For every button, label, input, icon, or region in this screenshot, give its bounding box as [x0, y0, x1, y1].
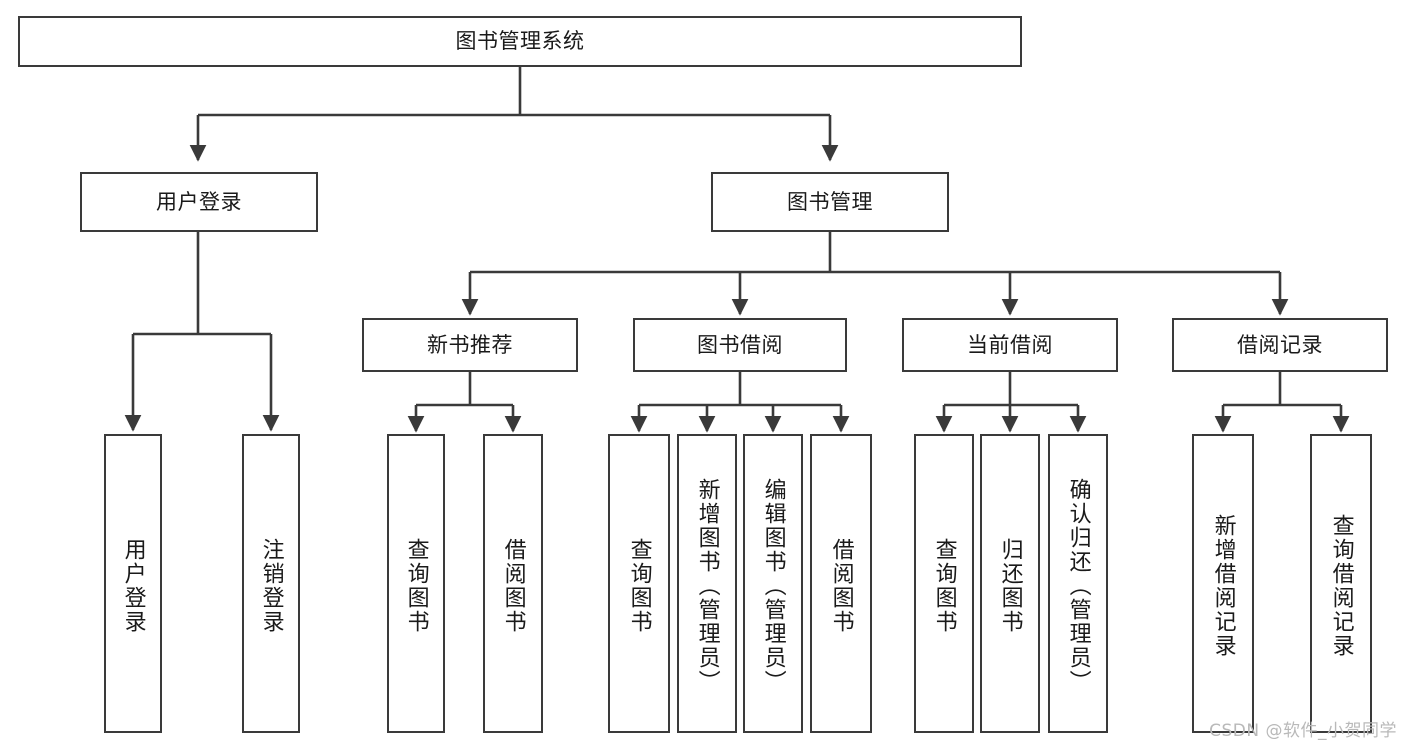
- leaf-borrow-add-book-label: 新增图书（管理员）: [694, 477, 720, 694]
- node-borrow-record-label: 借阅记录: [1237, 332, 1323, 357]
- leaf-borrow-edit-book-label: 编辑图书（管理员）: [760, 477, 786, 694]
- leaf-current-confirm-return[interactable]: 确认归还（管理员）: [1048, 434, 1108, 733]
- leaf-current-query-book-label: 查询图书: [931, 537, 957, 634]
- node-current-borrow-label: 当前借阅: [967, 332, 1053, 357]
- node-new-book-recommend[interactable]: 新书推荐: [362, 318, 578, 372]
- leaf-record-add-record[interactable]: 新增借阅记录: [1192, 434, 1254, 733]
- node-book-borrow-label: 图书借阅: [697, 332, 783, 357]
- watermark-text: CSDN @软件_小贺同学: [1209, 721, 1397, 741]
- node-book-management-label: 图书管理: [787, 189, 873, 214]
- node-root[interactable]: 图书管理系统: [18, 16, 1022, 67]
- node-new-book-recommend-label: 新书推荐: [427, 332, 513, 357]
- leaf-user-login-signin[interactable]: 用户登录: [104, 434, 162, 733]
- node-user-login-label: 用户登录: [156, 189, 242, 214]
- node-current-borrow[interactable]: 当前借阅: [902, 318, 1118, 372]
- leaf-current-return-book-label: 归还图书: [997, 537, 1023, 634]
- leaf-borrow-query-book[interactable]: 查询图书: [608, 434, 670, 733]
- leaf-borrow-add-book[interactable]: 新增图书（管理员）: [677, 434, 737, 733]
- node-book-borrow[interactable]: 图书借阅: [633, 318, 847, 372]
- leaf-recommend-query-book[interactable]: 查询图书: [387, 434, 445, 733]
- leaf-recommend-query-book-label: 查询图书: [403, 537, 429, 634]
- leaf-borrow-borrow-book[interactable]: 借阅图书: [810, 434, 872, 733]
- leaf-current-return-book[interactable]: 归还图书: [980, 434, 1040, 733]
- leaf-user-login-signout[interactable]: 注销登录: [242, 434, 300, 733]
- leaf-current-confirm-return-label: 确认归还（管理员）: [1065, 477, 1091, 694]
- leaf-user-login-signout-label: 注销登录: [258, 537, 284, 634]
- leaf-user-login-signin-label: 用户登录: [120, 537, 146, 634]
- leaf-recommend-borrow-book-label: 借阅图书: [500, 537, 526, 634]
- leaf-record-query-record[interactable]: 查询借阅记录: [1310, 434, 1372, 733]
- node-borrow-record[interactable]: 借阅记录: [1172, 318, 1388, 372]
- leaf-record-add-record-label: 新增借阅记录: [1210, 513, 1236, 658]
- leaf-borrow-query-book-label: 查询图书: [626, 537, 652, 634]
- node-book-management[interactable]: 图书管理: [711, 172, 949, 232]
- node-user-login[interactable]: 用户登录: [80, 172, 318, 232]
- leaf-recommend-borrow-book[interactable]: 借阅图书: [483, 434, 543, 733]
- leaf-borrow-edit-book[interactable]: 编辑图书（管理员）: [743, 434, 803, 733]
- leaf-current-query-book[interactable]: 查询图书: [914, 434, 974, 733]
- leaf-borrow-borrow-book-label: 借阅图书: [828, 537, 854, 634]
- leaf-record-query-record-label: 查询借阅记录: [1328, 513, 1354, 658]
- node-root-label: 图书管理系统: [455, 29, 585, 54]
